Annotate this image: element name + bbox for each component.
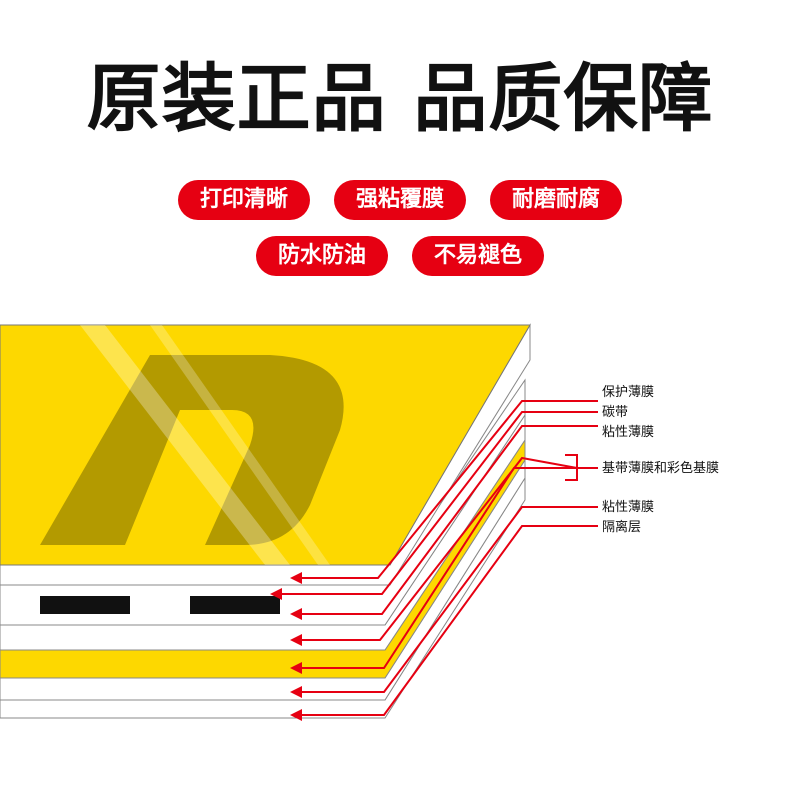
print-glyph-shape <box>40 355 344 545</box>
pointer-color-film <box>298 467 577 669</box>
arrow-icon <box>290 572 302 584</box>
pointer-carbon-ribbon <box>278 411 598 595</box>
badge-strong-laminate: 强粘覆膜 <box>333 180 466 220</box>
barcode-bar-right <box>190 596 280 614</box>
arrowheads <box>270 572 302 721</box>
feature-badges: 打印清晰 强粘覆膜 耐磨耐腐 防水防油 不易褪色 <box>0 180 800 292</box>
barcode-bar-left <box>40 596 130 614</box>
label-carbon-ribbon: 碳带 <box>602 405 628 420</box>
pointer-base-film <box>298 456 578 641</box>
label-base-color-film: 基带薄膜和彩色基膜 <box>602 460 719 476</box>
arrow-icon <box>290 608 302 620</box>
gloss-streak-2 <box>150 325 330 565</box>
badge-clear-print: 打印清晰 <box>177 180 310 220</box>
badge-wear-resistant: 耐磨耐腐 <box>490 180 623 220</box>
arrow-icon <box>290 662 302 674</box>
label-adhesive-bottom: 粘性薄膜 <box>602 500 654 515</box>
label-adhesive-top: 粘性薄膜 <box>602 425 654 440</box>
badge-waterproof: 防水防油 <box>255 236 388 276</box>
pointer-lines <box>278 400 598 716</box>
label-protective-film: 保护薄膜 <box>602 385 654 400</box>
pointer-adhesive-top <box>298 425 598 615</box>
badge-fade-resistant: 不易褪色 <box>412 236 545 276</box>
page-title: 原装正品 品质保障 <box>86 56 714 142</box>
label-release-layer: 隔离层 <box>602 519 641 535</box>
pointer-release <box>298 525 598 716</box>
printed-graphic <box>40 325 344 565</box>
arrow-icon <box>290 709 302 721</box>
gloss-streak-1 <box>80 325 290 565</box>
arrow-icon <box>270 588 282 600</box>
pointer-protective-film <box>298 400 598 579</box>
arrow-icon <box>290 634 302 646</box>
pointer-adhesive-bottom <box>298 506 598 693</box>
arrow-icon <box>290 686 302 698</box>
